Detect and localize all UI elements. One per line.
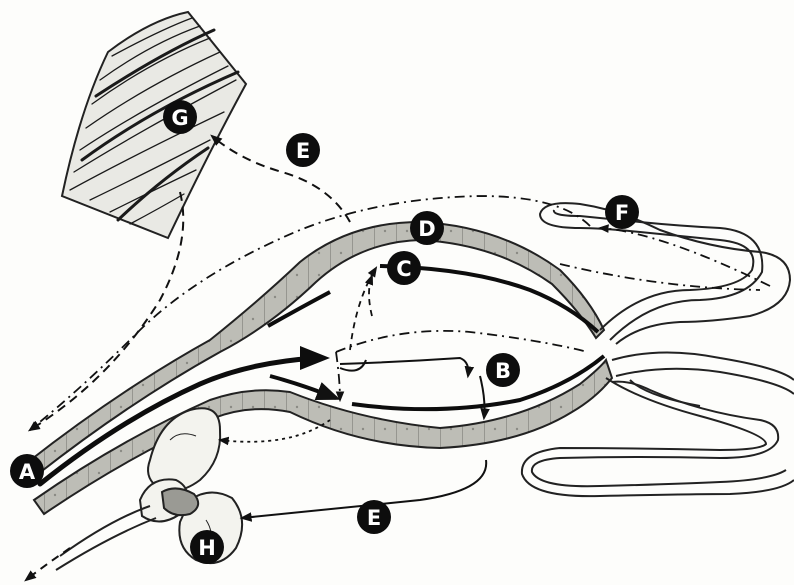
label-a: A [10, 454, 44, 488]
svg-text:E: E [296, 139, 310, 163]
airway-lower-wall [34, 360, 612, 514]
svg-text:D: D [418, 217, 435, 241]
label-b: B [486, 353, 520, 387]
label-f: F [605, 195, 639, 229]
muscle-bundle [62, 12, 246, 238]
svg-text:A: A [19, 460, 36, 484]
dashed-exit-bottom [26, 548, 70, 580]
svg-text:G: G [171, 106, 188, 130]
label-h: H [190, 530, 224, 564]
dashed-flow-up [350, 268, 376, 350]
svg-text:E: E [367, 506, 381, 530]
svg-text:B: B [495, 359, 511, 383]
svg-text:H: H [198, 536, 216, 560]
label-c: C [387, 251, 421, 285]
label-d: D [410, 211, 444, 245]
svg-text:C: C [396, 257, 411, 281]
label-e-bottom: E [357, 500, 391, 534]
svg-text:F: F [615, 201, 629, 225]
label-g: G [163, 100, 197, 134]
convoluted-duct [522, 203, 794, 496]
label-e-top: E [286, 133, 320, 167]
